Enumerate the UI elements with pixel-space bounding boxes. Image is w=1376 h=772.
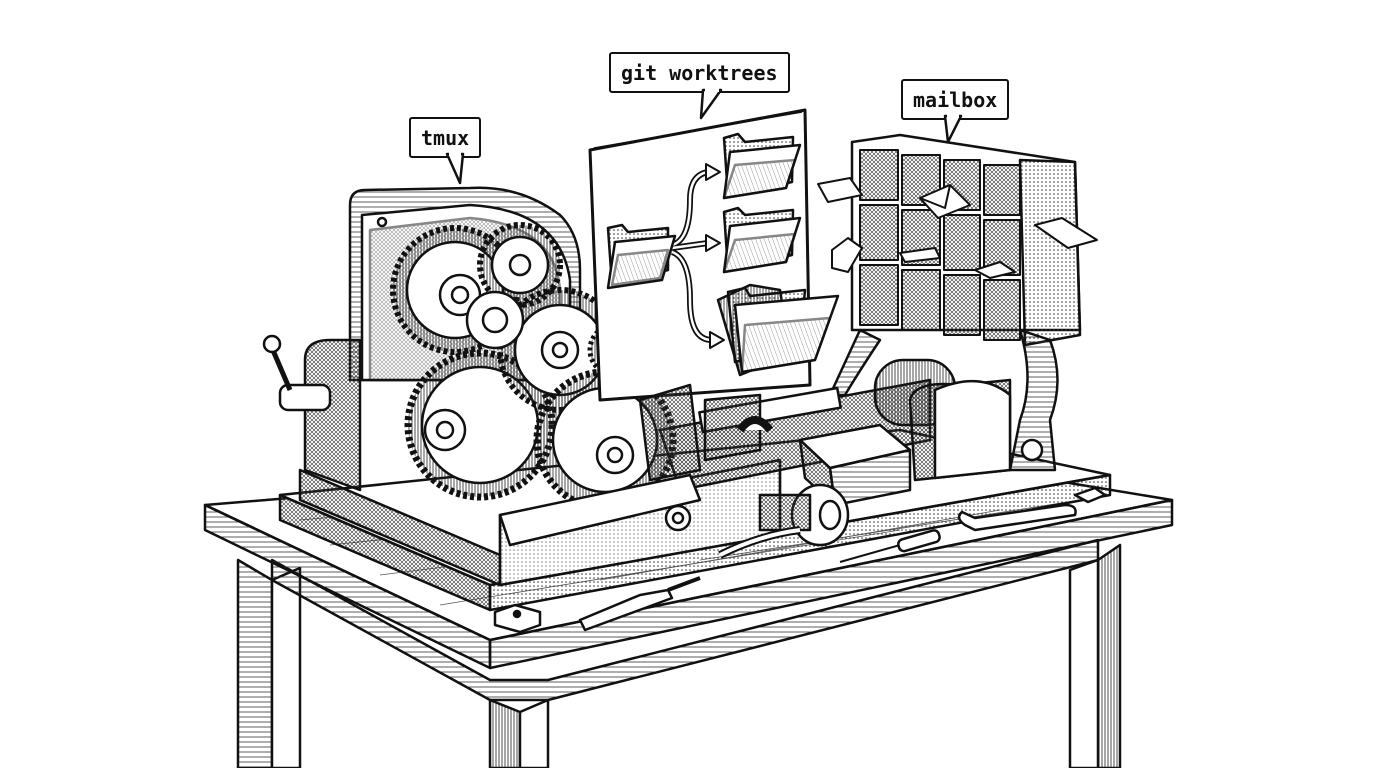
mailbox-label: mailbox bbox=[913, 88, 998, 112]
git-worktrees-board bbox=[588, 108, 840, 402]
git-worktrees-callout: git worktrees bbox=[609, 52, 790, 93]
folder-icon bbox=[722, 206, 802, 274]
gear-icon bbox=[477, 222, 563, 308]
folder-stack-icon bbox=[716, 283, 840, 377]
bench-tools bbox=[493, 486, 1107, 634]
gear-icon bbox=[465, 290, 525, 350]
block-icon bbox=[493, 486, 1107, 634]
folder-icon bbox=[606, 223, 677, 290]
wrench-icon bbox=[957, 503, 1077, 532]
chisel-icon bbox=[578, 576, 701, 632]
screwdriver-icon bbox=[839, 529, 941, 563]
mailbox-callout: mailbox bbox=[901, 79, 1010, 120]
git-worktrees-label: git worktrees bbox=[621, 61, 778, 85]
tmux-callout: tmux bbox=[409, 117, 482, 158]
tmux-label: tmux bbox=[421, 126, 470, 150]
mailbox-cabinet bbox=[817, 133, 1098, 472]
envelope-icon bbox=[817, 177, 1098, 279]
folder-icon bbox=[722, 132, 802, 200]
connecting-mechanism bbox=[498, 358, 1012, 559]
